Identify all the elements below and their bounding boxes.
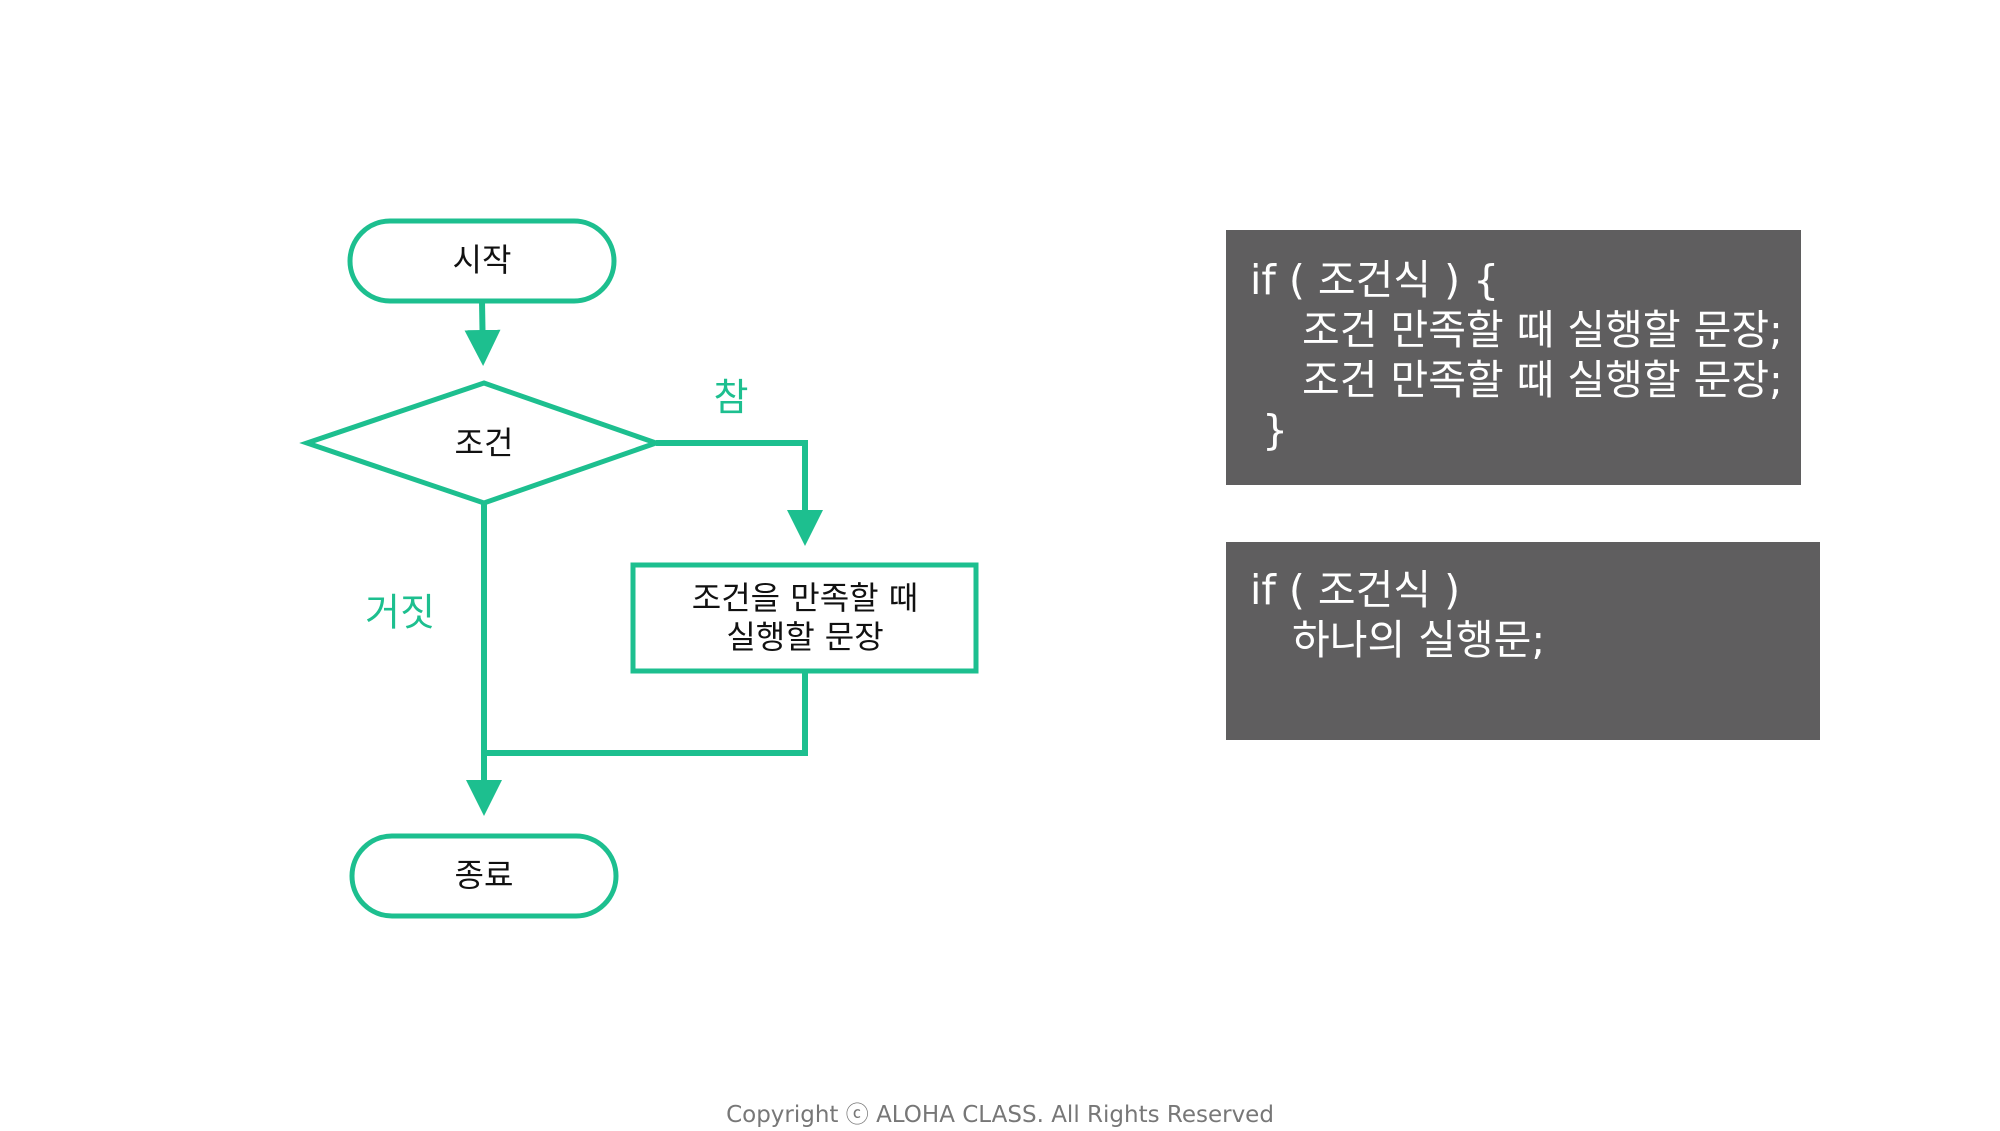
code-line: 하나의 실행문;	[1292, 616, 1546, 664]
code-block-if-braces: if ( 조건식 ) { 조건 만족할 때 실행할 문장; 조건 만족할 때 실…	[1226, 230, 1801, 485]
code-line: 조건 만족할 때 실행할 문장;	[1302, 356, 1783, 404]
merge-line	[484, 671, 808, 756]
code-line: if ( 조건식 ) {	[1250, 256, 1500, 304]
code-block-if-single: if ( 조건식 ) 하나의 실행문;	[1226, 542, 1820, 740]
end-terminal	[349, 833, 619, 919]
condition-label: 조건	[455, 424, 514, 462]
code-line: if ( 조건식 )	[1250, 566, 1461, 614]
arrow-start-to-condition	[464, 300, 501, 366]
start-label: 시작	[453, 241, 512, 279]
false-branch-label: 거짓	[365, 591, 435, 635]
code-line: }	[1262, 406, 1289, 454]
arrow-true-branch	[656, 440, 823, 546]
action-label-line2: 실행할 문장	[726, 618, 883, 656]
copyright-footer: Copyright ⓒ ALOHA CLASS. All Rights Rese…	[726, 1102, 1274, 1128]
true-branch-label: 참	[714, 376, 749, 420]
end-label: 종료	[455, 856, 514, 894]
action-label-line1: 조건을 만족할 때	[692, 579, 918, 617]
code-line: 조건 만족할 때 실행할 문장;	[1302, 306, 1783, 354]
